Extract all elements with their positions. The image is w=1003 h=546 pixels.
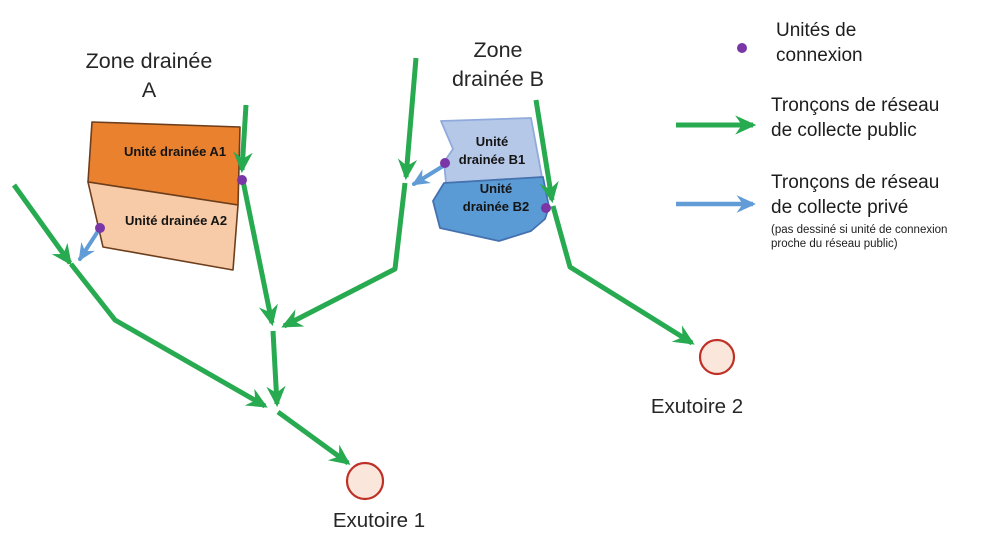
public-arrow [281,182,408,329]
public-arrow [397,57,419,181]
public-network-arrows [11,57,695,466]
connection-dot-b1 [440,158,450,168]
outlet-2-circle [698,338,736,376]
public-arrow [233,104,253,174]
zone-b-polygons [432,117,550,242]
outlet-1-circle [345,461,385,501]
unit-a2-label: Unité drainée A2 [124,213,228,228]
public-arrow [550,205,695,346]
legend-swatches [676,43,757,213]
connection-dots [95,158,551,233]
public-arrow [276,409,351,466]
connection-dot-b2 [541,203,551,213]
outlet-1-label: Exutoire 1 [332,509,426,532]
connection-dot-a2 [95,223,105,233]
unit-a1-label: Unité drainée A1 [123,144,227,159]
legend-connection-label: Unités de connexion [776,20,863,67]
legend-private-label: Tronçons de réseau de collecte privé [771,172,940,219]
unit-b2-label: Unité drainée B2 [462,181,530,215]
public-arrow [533,99,559,204]
public-arrow [11,183,73,266]
outlets [345,338,736,501]
public-arrow [69,262,268,409]
connection-dot-a1 [237,175,247,185]
zone-b-title: Zone drainée B [451,38,545,92]
legend-private-note: (pas dessiné si unité de connexion proch… [771,224,948,250]
public-arrow [266,330,286,408]
legend-connection-dot-icon [737,43,747,53]
private-arrow [78,226,102,262]
outlet-2-label: Exutoire 2 [650,395,744,418]
zone-a-title: Zone drainée A [85,49,213,103]
public-arrow [239,175,278,327]
unit-b1-label: Unité drainée B1 [458,134,526,168]
legend-public-label: Tronçons de réseau de collecte public [771,95,940,142]
